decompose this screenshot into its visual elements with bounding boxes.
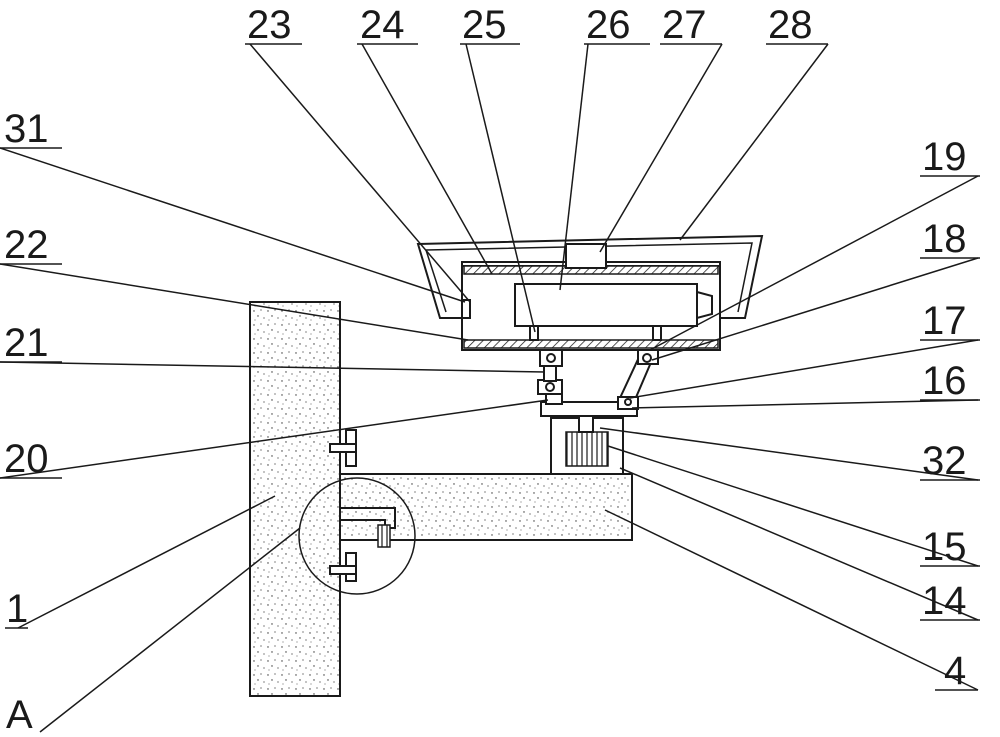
wall-plate [249, 301, 341, 697]
camera-bottom-wall [463, 339, 719, 349]
label-23: 23 [247, 3, 292, 47]
detail-circle-a [298, 477, 416, 595]
leader-15 [607, 445, 979, 567]
left-top-pin [546, 353, 556, 363]
leader-26 [559, 43, 589, 291]
label-1: 1 [6, 587, 28, 631]
lens-support-right [652, 325, 662, 341]
motor-core [565, 431, 609, 467]
camera-hood [416, 234, 764, 319]
label-24: 24 [360, 3, 405, 47]
label-21: 21 [4, 321, 49, 365]
label-15: 15 [922, 525, 967, 569]
leader-32 [599, 427, 979, 481]
side-window [461, 299, 471, 319]
left-hinge-link [543, 364, 557, 382]
label-28: 28 [768, 3, 813, 47]
motor-shaft [578, 414, 594, 433]
leader-14 [619, 467, 979, 621]
label-26: 26 [586, 3, 631, 47]
label-18: 18 [922, 217, 967, 261]
leader-22 [0, 263, 469, 341]
leader-27 [599, 43, 723, 253]
leader-18 [651, 257, 979, 361]
lower-bolt-head [329, 565, 357, 575]
strut-foot-pin [624, 398, 632, 406]
left-hinge-pin [545, 382, 555, 392]
strut-head-pin [642, 353, 652, 363]
vent-block [565, 243, 607, 269]
leader-20 [0, 399, 549, 479]
hood-inner [425, 242, 753, 313]
upper-bolt-head [329, 443, 357, 453]
leader-4 [604, 509, 979, 691]
label-22: 22 [4, 223, 49, 267]
label-17: 17 [922, 299, 967, 343]
lens-tip [696, 290, 713, 320]
leader-21 [0, 361, 546, 373]
label-20: 20 [4, 437, 49, 481]
label-32: 32 [922, 439, 967, 483]
leader-17 [629, 339, 979, 399]
leader-24 [361, 43, 493, 275]
leader-1 [17, 495, 276, 629]
label-4: 4 [944, 649, 966, 693]
leader-a [39, 527, 301, 733]
label-19: 19 [922, 135, 967, 179]
label-a: A [6, 693, 33, 737]
leader-16 [631, 399, 979, 409]
leader-31 [0, 147, 466, 303]
latch-spring [377, 524, 391, 548]
label-27: 27 [662, 3, 707, 47]
hood-inner-left [425, 249, 447, 313]
leader-19 [649, 175, 979, 351]
leader-23 [249, 43, 471, 303]
label-16: 16 [922, 359, 967, 403]
label-14: 14 [922, 579, 967, 623]
label-31: 31 [4, 107, 49, 151]
leader-25 [465, 43, 536, 333]
label-25: 25 [462, 3, 507, 47]
leader-28 [679, 43, 829, 241]
lens-module [514, 283, 698, 327]
